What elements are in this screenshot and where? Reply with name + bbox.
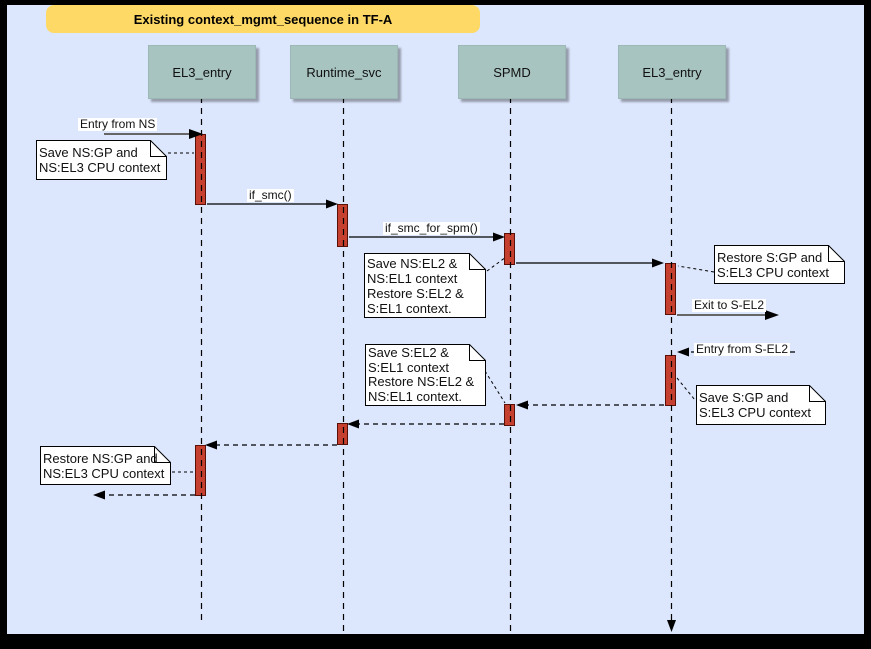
note-text: Restore NS:GP and NS:EL3 CPU context [43,450,165,481]
activation-el3-entry-1-b[interactable] [195,445,206,496]
note-shape [40,446,171,485]
note-fold-icon [154,446,171,463]
note-text: Restore S:GP and S:EL3 CPU context [717,249,829,280]
note-save-s-gp[interactable]: Save S:GP and S:EL3 CPU context [696,385,826,425]
activation-el3-entry-2-b[interactable] [665,355,676,406]
note-shape [365,344,486,406]
message-label-exit-to-s-el2: Exit to S-EL2 [692,298,767,312]
lifeline-label: EL3_entry [172,64,232,80]
note-restore-ns-gp[interactable]: Restore NS:GP and NS:EL3 CPU context [40,446,171,485]
note-save-s-el2[interactable]: Save S:EL2 & S:EL1 context Restore NS:EL… [365,344,486,406]
note-shape [696,385,826,425]
note-shape [364,253,486,318]
note-fold-icon [809,385,826,402]
lifeline-head-el3-entry-2[interactable]: EL3_entry [618,45,726,99]
note-save-ns-el2[interactable]: Save NS:EL2 & NS:EL1 context Restore S:E… [364,253,486,318]
note-shape [36,140,167,180]
diagram-canvas[interactable] [7,5,864,634]
activation-el3-entry-2-a[interactable] [665,263,676,315]
lifeline-head-el3-entry-1[interactable]: EL3_entry [148,45,256,99]
lifeline-label: SPMD [493,64,531,80]
activation-spmd-a[interactable] [504,233,515,265]
message-label-entry-from-ns: Entry from NS [78,117,158,131]
note-shape [714,245,845,284]
lifeline-head-spmd[interactable]: SPMD [458,45,566,99]
diagram-title[interactable]: Existing context_mgmt_sequence in TF-A [46,5,480,33]
note-save-ns-gp[interactable]: Save NS:GP and NS:EL3 CPU context [36,140,167,180]
note-fold-icon [150,140,167,157]
message-label-entry-from-s-el2: Entry from S-EL2 [694,342,791,356]
note-text: Save NS:GP and NS:EL3 CPU context [39,145,161,175]
activation-el3-entry-1-a[interactable] [195,134,206,205]
message-label-if-smc: if_smc() [247,188,294,202]
note-fold-icon [469,344,486,361]
activation-runtime-svc-b[interactable] [337,423,348,445]
lifeline-head-runtime-svc[interactable]: Runtime_svc [290,45,398,99]
note-text: Save NS:EL2 & NS:EL1 context Restore S:E… [367,255,464,316]
lifeline-label: EL3_entry [642,64,702,80]
lifeline-label: Runtime_svc [306,64,382,80]
message-label-if-smc-for-spm: if_smc_for_spm() [383,221,480,235]
activation-runtime-svc-a[interactable] [337,204,348,247]
note-fold-icon [469,253,486,270]
note-fold-icon [828,245,845,262]
note-text: Save S:GP and S:EL3 CPU context [699,390,811,420]
note-text: Save S:EL2 & S:EL1 context Restore NS:EL… [368,345,475,404]
activation-spmd-b[interactable] [504,404,515,426]
note-restore-s-gp[interactable]: Restore S:GP and S:EL3 CPU context [714,245,845,284]
